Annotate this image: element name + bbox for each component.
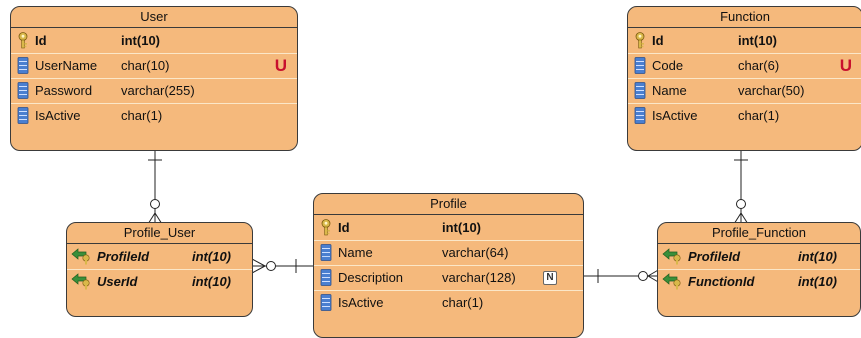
column-name: Password <box>35 83 93 98</box>
column-type: varchar(128) <box>442 270 516 285</box>
entity-title: Profile_User <box>67 223 252 244</box>
column-row[interactable]: UserName char(10) U <box>11 53 297 79</box>
foreign-key-icon <box>662 248 684 265</box>
column-icon <box>320 244 332 261</box>
entity-title: Profile_Function <box>658 223 860 244</box>
nullable-badge: N <box>543 271 557 285</box>
column-name: Name <box>652 83 687 98</box>
column-name: FunctionId <box>688 274 755 289</box>
column-row[interactable]: IsActive char(1) <box>628 103 861 128</box>
column-name: Id <box>652 33 664 48</box>
column-row[interactable]: IsActive char(1) <box>314 290 583 315</box>
primary-key-icon <box>634 32 646 49</box>
column-type: int(10) <box>121 33 160 48</box>
rel-profile-profile-function <box>583 268 661 284</box>
column-icon <box>320 294 332 311</box>
primary-key-icon <box>17 32 29 49</box>
column-row[interactable]: Id int(10) <box>628 28 861 54</box>
column-icon <box>17 57 29 74</box>
column-type: int(10) <box>738 33 777 48</box>
column-type: char(1) <box>121 108 163 123</box>
column-name: Id <box>35 33 47 48</box>
column-name: UserId <box>97 274 138 289</box>
primary-key-icon <box>320 219 332 236</box>
column-row[interactable]: Name varchar(64) <box>314 240 583 266</box>
column-name: Code <box>652 58 684 73</box>
column-type: varchar(50) <box>738 83 805 98</box>
unique-constraint-badge: U <box>839 56 852 75</box>
foreign-key-icon <box>71 273 93 290</box>
column-name: IsActive <box>652 108 698 123</box>
column-row[interactable]: UserId int(10) <box>67 269 252 294</box>
column-type: int(10) <box>192 249 231 264</box>
entity-title: User <box>11 7 297 28</box>
column-row[interactable]: IsActive char(1) <box>11 103 297 128</box>
foreign-key-icon <box>71 248 93 265</box>
unique-constraint-badge: U <box>274 56 287 75</box>
column-type: char(1) <box>442 295 484 310</box>
rel-function-profile-function <box>733 150 749 225</box>
column-row[interactable]: Password varchar(255) <box>11 78 297 104</box>
column-row[interactable]: FunctionId int(10) <box>658 269 860 294</box>
column-name: IsActive <box>338 295 384 310</box>
column-type: int(10) <box>798 274 837 289</box>
column-name: Name <box>338 245 373 260</box>
column-type: char(10) <box>121 58 170 73</box>
rel-user-profile-user <box>147 150 163 225</box>
column-row[interactable]: Name varchar(50) <box>628 78 861 104</box>
column-name: Description <box>338 270 404 285</box>
column-type: int(10) <box>192 274 231 289</box>
rel-profile-profile-user <box>251 258 313 274</box>
column-type: char(6) <box>738 58 780 73</box>
column-row[interactable]: Description varchar(128) N <box>314 265 583 291</box>
column-row[interactable]: Id int(10) <box>314 215 583 241</box>
column-row[interactable]: ProfileId int(10) <box>67 244 252 270</box>
column-type: varchar(64) <box>442 245 509 260</box>
entity-title: Profile <box>314 194 583 215</box>
column-type: char(1) <box>738 108 780 123</box>
entity-title: Function <box>628 7 861 28</box>
column-row[interactable]: Id int(10) <box>11 28 297 54</box>
column-row[interactable]: ProfileId int(10) <box>658 244 860 270</box>
column-icon <box>17 82 29 99</box>
column-name: UserName <box>35 58 98 73</box>
column-icon <box>320 269 332 286</box>
column-icon <box>634 57 646 74</box>
column-name: ProfileId <box>688 249 741 264</box>
column-type: varchar(255) <box>121 83 195 98</box>
column-icon <box>17 107 29 124</box>
column-row[interactable]: Code char(6) U <box>628 53 861 79</box>
column-name: IsActive <box>35 108 81 123</box>
column-name: ProfileId <box>97 249 150 264</box>
column-type: int(10) <box>798 249 837 264</box>
foreign-key-icon <box>662 273 684 290</box>
column-icon <box>634 82 646 99</box>
column-icon <box>634 107 646 124</box>
column-type: int(10) <box>442 220 481 235</box>
column-name: Id <box>338 220 350 235</box>
